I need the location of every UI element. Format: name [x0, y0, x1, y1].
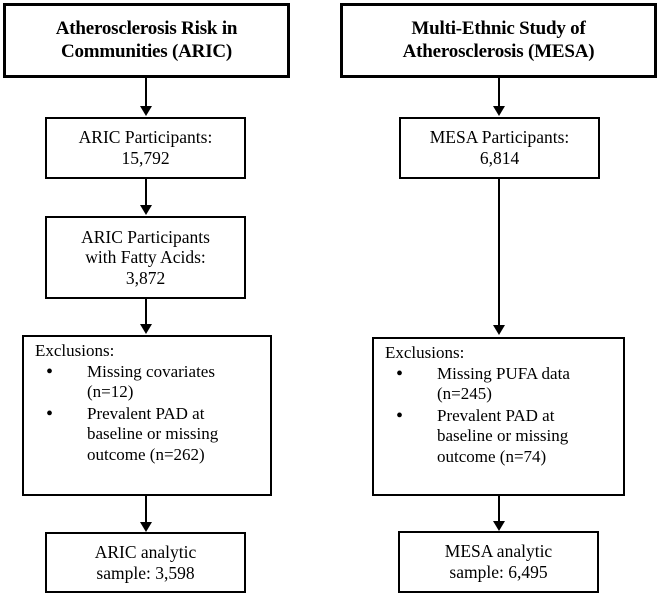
list-item: Prevalent PAD at baseline or missing out…	[383, 405, 617, 467]
aric-arrowhead-2	[140, 205, 152, 215]
aric-fatty-acids-box: ARIC Participants with Fatty Acids: 3,87…	[45, 216, 246, 299]
list-item: Missing PUFA data (n=245)	[383, 363, 617, 405]
mesa-analytic-sample-box: MESA analytic sample: 6,495	[398, 531, 599, 593]
list-item: Missing covariates (n=12)	[33, 361, 264, 403]
mesa-analytic-line2: sample: 6,495	[449, 562, 548, 582]
aric-participants-label: ARIC Participants:	[78, 127, 213, 148]
mesa-participants-count: 6,814	[479, 148, 520, 168]
mesa-header-line1: Multi-Ethnic Study of	[411, 18, 586, 40]
aric-excl-2-line2: baseline or missing	[87, 424, 219, 444]
mesa-participants-label: MESA Participants:	[429, 127, 570, 148]
aric-analytic-line1: ARIC analytic	[94, 541, 197, 562]
aric-study-header-box: Atherosclerosis Risk in Communities (ARI…	[3, 3, 290, 78]
mesa-excl-1-line1: Missing PUFA data	[437, 364, 570, 384]
mesa-exclusions-box: Exclusions: Missing PUFA data (n=245) Pr…	[372, 337, 625, 496]
mesa-connector-header-to-participants	[498, 78, 500, 108]
aric-excl-2-line1: Prevalent PAD at	[87, 403, 205, 423]
mesa-exclusions-title: Exclusions:	[385, 343, 465, 362]
aric-connector-exclusions-to-analytic	[145, 496, 147, 524]
aric-excl-2-line3: outcome (n=262)	[87, 444, 205, 464]
mesa-analytic-line1: MESA analytic	[444, 541, 553, 562]
aric-excl-1-line1: Missing covariates	[87, 362, 215, 382]
aric-analytic-sample-box: ARIC analytic sample: 3,598	[45, 532, 246, 593]
mesa-exclusions-list: Missing PUFA data (n=245) Prevalent PAD …	[383, 363, 617, 468]
aric-connector-fattyacids-to-exclusions	[145, 299, 147, 326]
list-item: Prevalent PAD at baseline or missing out…	[33, 403, 264, 465]
aric-fatty-acids-line1: ARIC Participants	[81, 226, 210, 247]
aric-connector-participants-to-fattyacids	[145, 179, 147, 207]
mesa-arrowhead-1	[493, 106, 505, 116]
mesa-arrowhead-3	[493, 521, 505, 531]
aric-exclusions-box: Exclusions: Missing covariates (n=12) Pr…	[22, 335, 272, 496]
aric-arrowhead-4	[140, 522, 152, 532]
aric-arrowhead-1	[140, 106, 152, 116]
aric-exclusions-list: Missing covariates (n=12) Prevalent PAD …	[33, 361, 264, 466]
mesa-excl-2-line3: outcome (n=74)	[437, 446, 547, 466]
aric-fatty-acids-count: 3,872	[125, 267, 166, 288]
aric-fatty-acids-line2: with Fatty Acids:	[85, 247, 206, 268]
aric-analytic-line2: sample: 3,598	[96, 562, 195, 583]
aric-participants-count: 15,792	[121, 148, 170, 168]
aric-exclusions-title: Exclusions:	[35, 341, 115, 360]
mesa-connector-participants-to-exclusions	[498, 179, 500, 327]
mesa-connector-exclusions-to-analytic	[498, 496, 500, 523]
aric-connector-header-to-participants	[145, 78, 147, 108]
aric-arrowhead-3	[140, 324, 152, 334]
mesa-excl-2-line1: Prevalent PAD at	[437, 405, 555, 425]
mesa-excl-1-line2: (n=245)	[437, 384, 492, 404]
aric-participants-box: ARIC Participants: 15,792	[45, 117, 246, 179]
mesa-participants-box: MESA Participants: 6,814	[399, 117, 600, 179]
aric-excl-1-line2: (n=12)	[87, 382, 134, 402]
aric-header-line2: Communities (ARIC)	[60, 40, 233, 62]
mesa-arrowhead-2	[493, 325, 505, 335]
aric-header-line1: Atherosclerosis Risk in	[55, 18, 238, 40]
mesa-study-header-box: Multi-Ethnic Study of Atherosclerosis (M…	[340, 3, 657, 78]
mesa-header-line2: Atherosclerosis (MESA)	[402, 40, 595, 62]
mesa-excl-2-line2: baseline or missing	[437, 426, 569, 446]
